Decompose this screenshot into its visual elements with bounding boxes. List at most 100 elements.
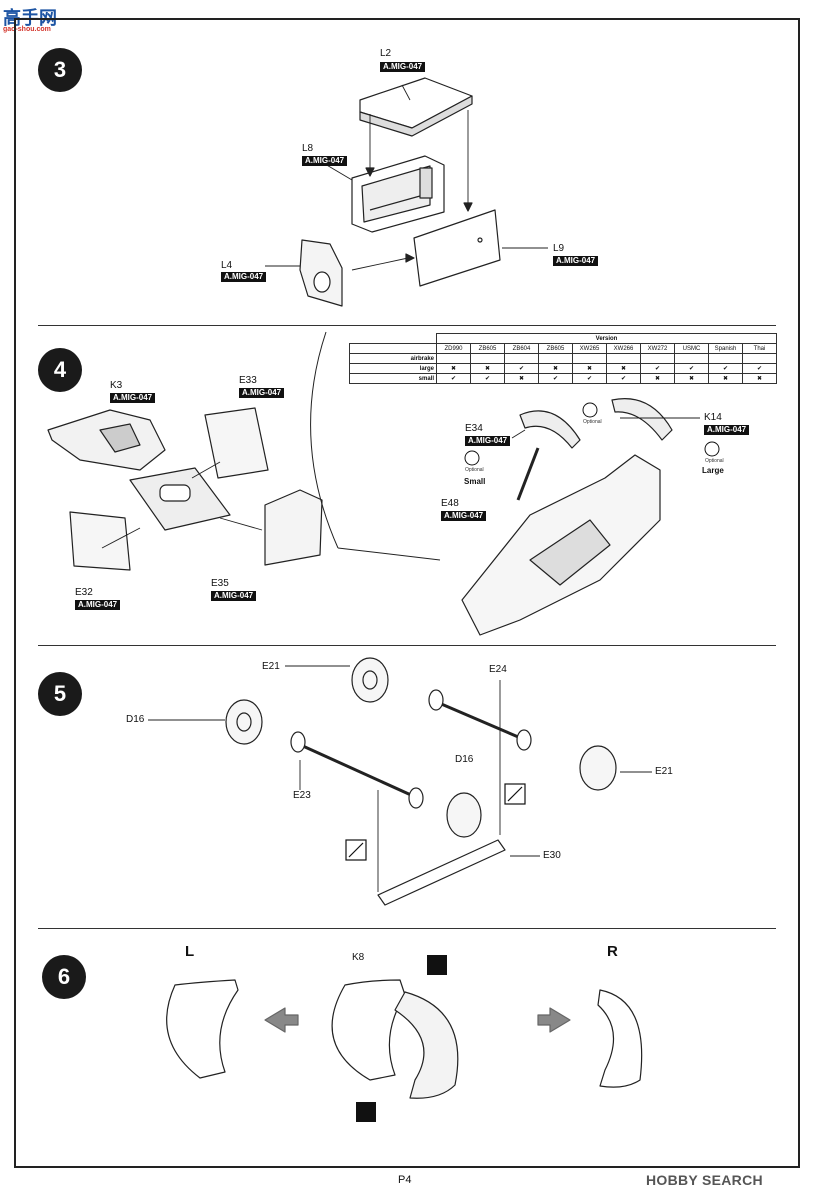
- part-tag: A.MIG-047: [110, 393, 156, 403]
- version-cell: [504, 353, 539, 364]
- version-cell: ✔: [742, 363, 777, 374]
- part-e30-strut: [377, 839, 506, 906]
- section-divider: [38, 325, 776, 326]
- part-wheel-e21-b: [579, 745, 617, 791]
- part-wheel-d16: [225, 699, 263, 745]
- part-tag: A.MIG-047: [465, 436, 511, 446]
- brand-watermark: HOBBY SEARCH: [646, 1172, 763, 1188]
- part-cockpit-tub: [461, 454, 661, 636]
- version-col: ZB605: [538, 343, 573, 354]
- version-cell: ✖: [572, 363, 607, 374]
- section-divider: [38, 928, 776, 929]
- version-cell: [470, 353, 505, 364]
- part-tag: A.MIG-047: [380, 62, 426, 72]
- optional-icon: [464, 402, 720, 466]
- version-cell: [436, 353, 471, 364]
- step-number-6: 6: [42, 955, 86, 999]
- part-label: E23: [293, 790, 311, 801]
- part-label: L4: [221, 260, 233, 271]
- version-cell: [538, 353, 573, 364]
- version-cell: ✔: [470, 373, 505, 384]
- step3-arrows: [265, 84, 548, 271]
- part-tag: A.MIG-047: [553, 256, 599, 266]
- version-cell: ✖: [538, 363, 573, 374]
- part-wheel-d16-b: [446, 792, 482, 838]
- version-table: Version ZD990 ZB605 ZB604 ZB605 XW265 XW…: [349, 333, 777, 384]
- part-label: E32: [75, 587, 93, 598]
- optional-label: Optional: [705, 458, 724, 464]
- version-col: Thai: [742, 343, 777, 354]
- version-col: XW266: [606, 343, 641, 354]
- version-table-title: Version: [436, 333, 777, 344]
- airbrake-size-label: Small: [464, 477, 486, 486]
- version-cell: ✖: [674, 373, 709, 384]
- part-wheel-e21: [351, 657, 389, 703]
- step-number-3: 3: [38, 48, 82, 92]
- version-cell: [572, 353, 607, 364]
- part-label: D16: [455, 754, 474, 765]
- version-cell: ✖: [708, 373, 743, 384]
- part-label: K14: [704, 412, 722, 423]
- part-k8-assembly: [331, 979, 459, 1099]
- optional-label: Optional: [465, 467, 484, 473]
- part-label: E30: [543, 850, 561, 861]
- part-label: E33: [239, 375, 257, 386]
- version-cell: ✖: [640, 373, 675, 384]
- version-col: USMC: [674, 343, 709, 354]
- version-col: ZD990: [436, 343, 471, 354]
- part-label: L2: [380, 48, 392, 59]
- version-cell: ✖: [606, 363, 641, 374]
- part-e35-bracket: [264, 489, 323, 566]
- part-label: E21: [655, 766, 673, 777]
- page-frame: [14, 18, 800, 1168]
- part-label: L8: [302, 143, 314, 154]
- part-l2-panel: [359, 77, 473, 137]
- part-label: L9: [553, 243, 565, 254]
- version-cell: ✔: [708, 363, 743, 374]
- version-cell: [742, 353, 777, 364]
- part-label: K3: [110, 380, 123, 391]
- version-cell: ✔: [538, 373, 573, 384]
- version-cell: [708, 353, 743, 364]
- airbrake-size-label: Large: [702, 466, 724, 475]
- part-e32-panel: [69, 511, 131, 571]
- version-cell: ✔: [504, 363, 539, 374]
- part-tag: A.MIG-047: [704, 425, 750, 435]
- direction-arrows: [264, 1007, 571, 1033]
- part-tag: A.MIG-047: [302, 156, 348, 166]
- part-label: E21: [262, 661, 280, 672]
- version-col: ZB604: [504, 343, 539, 354]
- version-col: Spanish: [708, 343, 743, 354]
- version-cell: [674, 353, 709, 364]
- part-l9-panel: [413, 209, 501, 287]
- step-number-4: 4: [38, 348, 82, 392]
- part-floor: [129, 467, 231, 531]
- part-axle-e24: [428, 689, 532, 751]
- part-intake-left: [166, 979, 239, 1079]
- part-l8-panel: [351, 155, 445, 233]
- version-cell: ✖: [470, 363, 505, 374]
- optional-label: Optional: [583, 419, 602, 425]
- version-cell: ✖: [436, 363, 471, 374]
- version-row-label: airbrake: [349, 353, 437, 364]
- sanding-icon: [356, 955, 447, 1122]
- version-cell: ✖: [742, 373, 777, 384]
- version-cell: ✔: [606, 373, 641, 384]
- page-number: P4: [398, 1174, 412, 1186]
- version-col: ZB605: [470, 343, 505, 354]
- side-label-left: L: [185, 943, 195, 960]
- part-tag: A.MIG-047: [221, 272, 267, 282]
- part-label: E34: [465, 423, 483, 434]
- side-label-right: R: [607, 943, 618, 960]
- cement-icon: [345, 783, 526, 861]
- part-label: E35: [211, 578, 229, 589]
- step4-arrows: [101, 461, 263, 549]
- step5-leader-lines: [148, 665, 652, 892]
- part-tag: A.MIG-047: [239, 388, 285, 398]
- part-e33-panel: [204, 407, 269, 479]
- part-tag: A.MIG-047: [441, 511, 487, 521]
- version-cell: [640, 353, 675, 364]
- version-row-label: large: [349, 363, 437, 374]
- version-cell: [606, 353, 641, 364]
